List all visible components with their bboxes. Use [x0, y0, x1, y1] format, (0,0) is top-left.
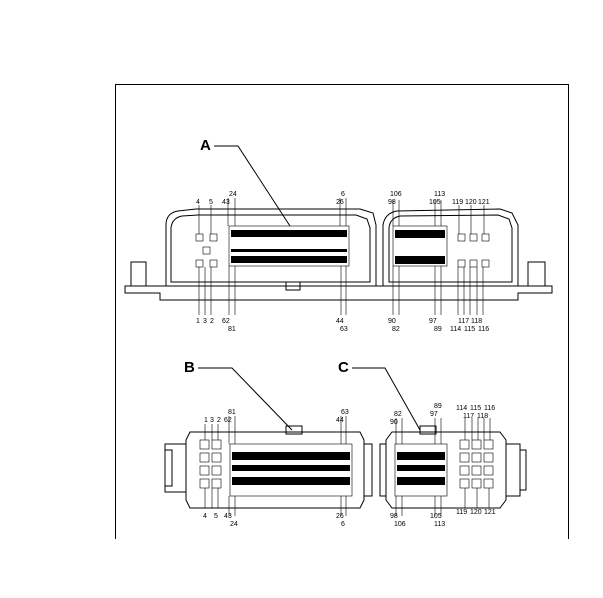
pin-label: 43	[222, 199, 230, 206]
pin-label: 2	[217, 417, 221, 424]
pin-label: 106	[394, 521, 406, 528]
pin-label: 26	[336, 513, 344, 520]
pin-label: 105	[429, 199, 441, 206]
pin-label: 62	[222, 318, 230, 325]
pin-label: 106	[390, 191, 402, 198]
connector-a-label: A	[200, 137, 211, 154]
connector-a-bottom-pins: 1 3 2 62 81 44 63 90 82 97 89 114 117 11…	[196, 318, 489, 333]
pin-label: 6	[341, 521, 345, 528]
pin-label: 24	[230, 521, 238, 528]
pin-label: 120	[470, 509, 482, 516]
pin-label: 2	[210, 318, 214, 325]
pin-label: 105	[430, 513, 442, 520]
pin-label: 81	[228, 409, 236, 416]
pin-label: 4	[203, 513, 207, 520]
connector-b-top-pins: 1 3 2 62 81 63 44	[204, 409, 349, 424]
pin-label: 98	[388, 199, 396, 206]
pin-label: 121	[478, 199, 490, 206]
pin-label: 116	[484, 405, 495, 412]
pin-label: 44	[336, 318, 344, 325]
connector-b-bottom-pins: 4 5 43 24 26 6	[203, 513, 345, 528]
pin-label: 24	[229, 191, 237, 198]
pin-label: 121	[484, 509, 496, 516]
connector-a-housing	[124, 198, 553, 315]
pin-label: 97	[430, 411, 438, 418]
pin-label: 3	[203, 318, 207, 325]
pin-label: 98	[390, 513, 398, 520]
pin-label: 118	[471, 318, 482, 325]
connector-c-top-pins: 82 90 89 97 114 115 116 117 118	[390, 403, 495, 426]
pin-label: 89	[434, 403, 442, 410]
pin-label: 81	[228, 326, 236, 333]
pin-label: 90	[388, 318, 396, 325]
pin-label: 82	[392, 326, 400, 333]
pin-label: 119	[456, 509, 467, 516]
connector-c-housing	[379, 418, 527, 516]
diagram-frame	[115, 84, 569, 539]
pin-label: 3	[210, 417, 214, 424]
pin-label: 63	[340, 326, 348, 333]
pin-label: 90	[390, 419, 398, 426]
pin-label: 113	[434, 191, 445, 198]
pin-label: 1	[196, 318, 200, 325]
connector-b-label: B	[184, 359, 195, 376]
pin-label: 6	[341, 191, 345, 198]
pin-label: 119	[452, 199, 463, 206]
pin-label: 44	[336, 417, 344, 424]
pin-label: 115	[464, 326, 475, 333]
pin-label: 114	[450, 326, 461, 333]
connector-b-housing	[164, 416, 373, 516]
pin-label: 26	[336, 199, 344, 206]
pin-label: 117	[458, 318, 469, 325]
pin-label: 4	[196, 199, 200, 206]
pin-label: 97	[429, 318, 437, 325]
pin-label: 1	[204, 417, 208, 424]
connector-c-label: C	[338, 359, 349, 376]
pin-label: 5	[214, 513, 218, 520]
connector-c-bottom-pins: 98 106 105 113 119 120 121	[390, 509, 496, 528]
pin-label: 113	[434, 521, 445, 528]
pin-label: 120	[465, 199, 477, 206]
pin-label: 82	[394, 411, 402, 418]
connector-a-top-pins: 4 5 43 24 6 26 106 98 113 105 119 120 12…	[196, 191, 490, 206]
pin-label: 62	[224, 417, 232, 424]
pin-label: 115	[470, 405, 481, 412]
pin-label: 116	[478, 326, 489, 333]
pin-label: 63	[341, 409, 349, 416]
pin-label: 89	[434, 326, 442, 333]
pin-label: 5	[209, 199, 213, 206]
pin-label: 118	[477, 413, 488, 420]
pin-label: 43	[224, 513, 232, 520]
pin-label: 114	[456, 405, 467, 412]
pin-label: 117	[463, 413, 474, 420]
